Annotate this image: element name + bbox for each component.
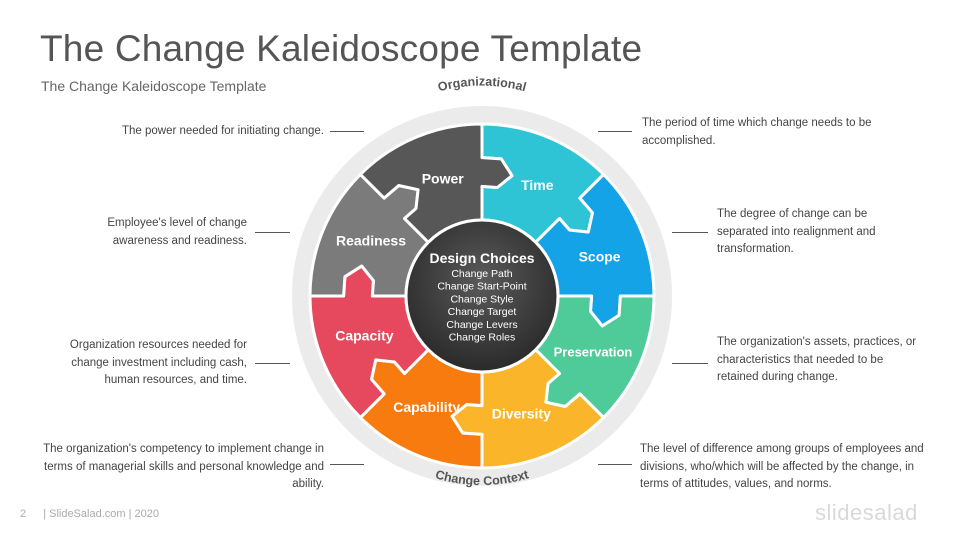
center-item: Change Target [448,306,517,318]
center-item: Change Path [451,268,512,280]
leader-power [330,131,364,132]
segment-label-power: Power [422,170,465,186]
center-item: Change Style [450,293,513,305]
segment-label-capacity: Capacity [335,327,394,343]
segment-label-capability: Capability [393,399,460,415]
slide-title: The Change Kaleidoscope Template [40,28,643,69]
segment-label-preservation: Preservation [554,344,633,359]
center-item: Change Roles [449,332,516,344]
center-circle [404,218,560,374]
ring-bottom-label: Change Context [434,467,531,488]
leader-diversity [598,464,632,465]
desc-preservation: The organization's assets, practices, or… [717,336,917,383]
leader-capacity [255,363,290,364]
leader-readiness [255,232,290,233]
center-item: Change Levers [446,319,517,331]
leader-preservation [672,363,708,364]
desc-capacity: Organization resources needed for change… [69,339,247,386]
desc-readiness: Employee's level of change awareness and… [107,217,247,247]
segment-label-scope: Scope [579,249,621,265]
slide-subtitle: The Change Kaleidoscope Template [41,78,267,94]
footer-text: | SlideSalad.com | 2020 [43,508,159,520]
leader-scope [672,232,708,233]
segment-label-time: Time [521,177,554,193]
leader-capability [330,464,364,465]
ring-top-label: Organizational [436,75,527,95]
footer: 2 | SlideSalad.com | 2020 [20,508,159,520]
leader-time [598,131,632,132]
desc-diversity: The level of difference among groups of … [640,443,924,490]
page-number: 2 [20,508,27,520]
segment-label-readiness: Readiness [336,233,406,249]
desc-power: The power needed for initiating change. [121,125,324,137]
segment-label-diversity: Diversity [492,406,551,422]
desc-capability: The organization's competency to impleme… [43,443,324,490]
center-title: Design Choices [429,250,534,266]
desc-scope: The degree of change can be separated in… [717,208,876,255]
center-item: Change Start-Point [437,281,526,293]
desc-time: The period of time which change needs to… [642,117,872,147]
slidesalad-logo: slidesalad [815,500,918,525]
